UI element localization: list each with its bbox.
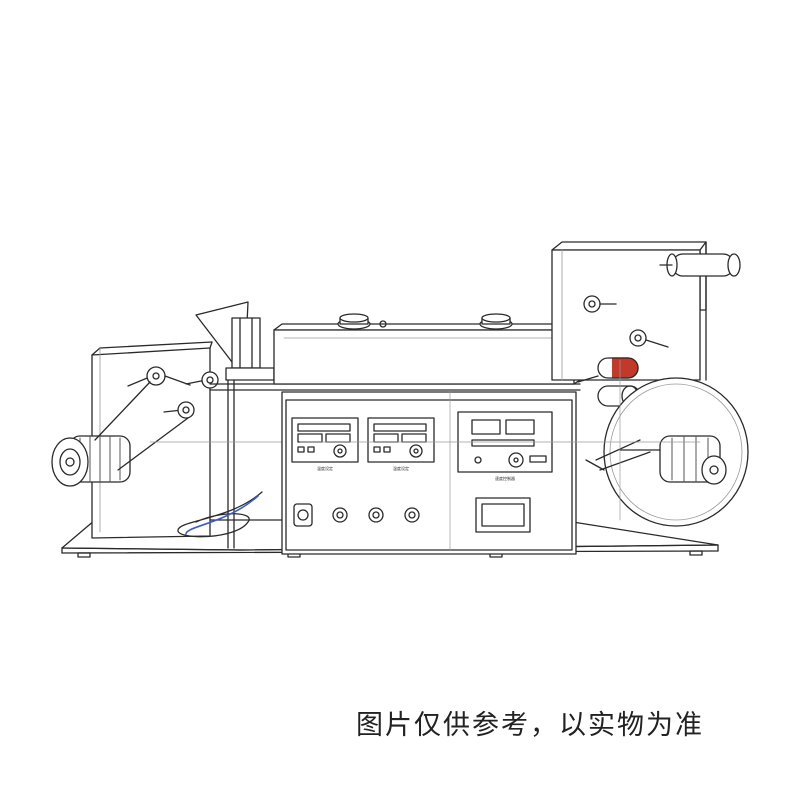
temperature-controller-1 xyxy=(291,417,359,463)
knob-1 xyxy=(332,507,348,523)
tower-hub xyxy=(583,295,669,348)
feed-bracket xyxy=(149,317,581,549)
temperature-controller-2 xyxy=(367,417,435,463)
disclaimer-caption: 图片仅供参考，以实物为准 xyxy=(356,710,704,741)
rewind-roll xyxy=(585,435,727,485)
power-switch xyxy=(293,503,313,527)
display-screen xyxy=(475,497,531,533)
heating-chamber xyxy=(273,313,581,385)
controller-3-label: 速度控制器 xyxy=(495,475,515,481)
power-cable xyxy=(177,491,263,538)
controller-2-label: 温度设定 xyxy=(393,465,409,471)
knob-3 xyxy=(404,507,420,523)
guide-lines xyxy=(299,359,701,551)
knob-2 xyxy=(368,507,384,523)
top-roller xyxy=(659,253,741,277)
left-unwind-roll xyxy=(51,435,131,487)
controller-1-label: 温度设定 xyxy=(317,465,333,471)
